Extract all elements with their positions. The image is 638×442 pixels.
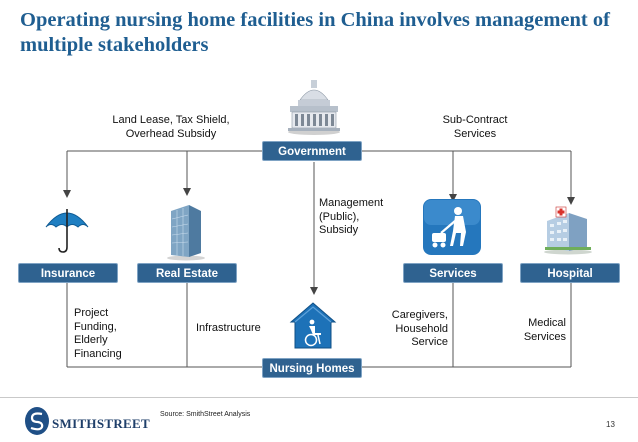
office-building-icon — [167, 205, 205, 261]
label-caregivers: Caregivers, Household Service — [372, 309, 448, 350]
node-hospital: Hospital — [520, 263, 620, 283]
node-real-estate: Real Estate — [137, 263, 237, 283]
label-line: Subsidy — [319, 224, 359, 236]
footer-divider — [0, 397, 638, 398]
label-medical: Medical Services — [510, 317, 566, 344]
footer-logo: SMITHSTREET — [52, 416, 150, 431]
label-line: Medical — [528, 317, 566, 329]
nursing-home-icon — [289, 302, 337, 349]
label-project-funding: Project Funding, Elderly Financing — [74, 307, 144, 361]
label-infrastructure: Infrastructure — [196, 322, 261, 334]
node-services: Services — [403, 263, 503, 283]
label-line: Project — [74, 307, 109, 319]
umbrella-icon — [45, 209, 89, 253]
label-line: Financing — [74, 347, 122, 360]
node-insurance: Insurance — [18, 263, 118, 283]
label-line: Sub-Contract — [442, 114, 508, 126]
label-line: Elderly — [74, 334, 108, 346]
label-line: Service — [411, 336, 448, 348]
smithstreet-logo-icon — [25, 407, 49, 435]
label-line: Caregivers, — [391, 309, 448, 321]
page-title: Operating nursing home facilities in Chi… — [20, 9, 610, 56]
label-line: Overhead Subsidy — [125, 127, 217, 140]
label-line: Services — [523, 330, 566, 343]
source-note: Source: SmithStreet Analysis — [160, 411, 251, 418]
label-line: Management — [319, 197, 384, 209]
label-management: Management (Public), Subsidy — [319, 197, 399, 238]
label-line: Funding, — [74, 320, 117, 333]
government-building-icon — [288, 80, 340, 135]
hospital-building-icon — [544, 206, 592, 255]
label-line: Land Lease, Tax Shield, — [112, 114, 230, 126]
label-line: (Public), — [319, 210, 360, 223]
node-nursing-homes: Nursing Homes — [262, 358, 362, 378]
label-sub-contract: Sub-Contract Services — [430, 114, 520, 141]
cleaning-worker-icon — [423, 199, 481, 255]
label-land-lease: Land Lease, Tax Shield, Overhead Subsidy — [96, 114, 246, 141]
page-number: 13 — [606, 420, 615, 429]
label-line: Services — [453, 127, 497, 140]
label-line: Household — [395, 322, 448, 335]
node-government: Government — [262, 141, 362, 161]
